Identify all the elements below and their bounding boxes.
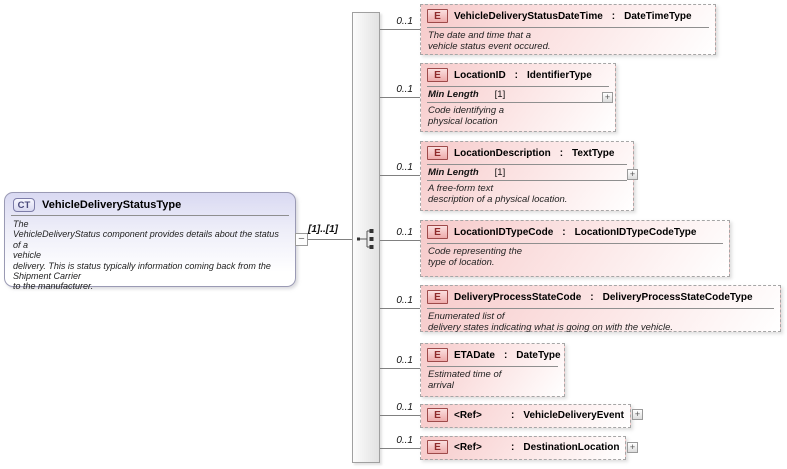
element-header: E DeliveryProcessStateCode : DeliveryPro…	[421, 286, 780, 307]
element-header: E ETADate : DateType	[421, 344, 564, 365]
element-description: A free-form text description of a physic…	[428, 183, 568, 205]
root-cardinality-label: [1]..[1]	[308, 224, 338, 235]
element-icon: E	[427, 225, 448, 239]
element-header: E <Ref> : VehicleDeliveryEvent	[421, 405, 630, 425]
connector-line	[380, 308, 420, 309]
element-type: IdentifierType	[527, 69, 592, 81]
element-name: LocationIDTypeCode	[454, 226, 554, 238]
element-name: VehicleDeliveryStatusDateTime	[454, 10, 603, 22]
element-description: Enumerated list of delivery states indic…	[428, 311, 674, 333]
expand-button[interactable]: +	[627, 442, 638, 453]
divider	[427, 164, 627, 165]
element-header: E LocationDescription : TextType	[421, 142, 633, 163]
facet-min-length: Min Length [1]	[421, 87, 615, 101]
facet-value: [1]	[494, 89, 506, 100]
element-type: VehicleDeliveryEvent	[523, 409, 624, 421]
divider	[427, 180, 627, 181]
element-description: Code representing the type of location.	[428, 246, 523, 268]
element-box-ref-vehicle-delivery-event[interactable]: E <Ref> : VehicleDeliveryEvent	[420, 404, 631, 428]
divider	[427, 27, 709, 28]
expand-button[interactable]: +	[632, 409, 643, 420]
element-type: DateTimeType	[624, 10, 692, 22]
element-header: E VehicleDeliveryStatusDateTime : DateTi…	[421, 5, 715, 26]
complex-type-title: VehicleDeliveryStatusType	[42, 199, 182, 211]
element-header: E LocationIDTypeCode : LocationIDTypeCod…	[421, 221, 729, 242]
element-icon: E	[427, 348, 448, 362]
type-separator: :	[611, 10, 616, 22]
facet-value: [1]	[494, 167, 506, 178]
element-header: E LocationID : IdentifierType	[421, 64, 615, 85]
complex-type-description: The VehicleDeliveryStatus component prov…	[13, 219, 279, 292]
divider	[427, 366, 558, 367]
element-type: DeliveryProcessStateCodeType	[602, 291, 753, 303]
type-separator: :	[514, 69, 519, 81]
cardinality-label: 0..1	[396, 162, 413, 173]
divider	[427, 243, 723, 244]
connector-line	[380, 175, 420, 176]
type-separator: :	[559, 147, 564, 159]
complex-type-header: CT VehicleDeliveryStatusType	[5, 193, 295, 214]
element-name: DeliveryProcessStateCode	[454, 291, 582, 303]
element-icon: E	[427, 9, 448, 23]
element-box-eta-date[interactable]: E ETADate : DateType Estimated time of a…	[420, 343, 565, 397]
connector-line	[308, 239, 352, 240]
facet-name: Min Length	[428, 167, 479, 178]
type-separator: :	[590, 291, 594, 303]
cardinality-label: 0..1	[396, 355, 413, 366]
type-separator: :	[511, 441, 515, 453]
element-icon: E	[427, 440, 448, 454]
element-description: The date and time that a vehicle status …	[428, 30, 551, 52]
element-box-delivery-process-state-code[interactable]: E DeliveryProcessStateCode : DeliveryPro…	[420, 285, 781, 333]
facet-min-length: Min Length [1]	[421, 165, 633, 179]
element-name: LocationDescription	[454, 147, 551, 159]
cardinality-label: 0..1	[396, 295, 413, 306]
connector-line	[380, 368, 420, 369]
connector-line	[380, 29, 420, 30]
divider	[427, 86, 609, 87]
element-name: <Ref>	[454, 441, 482, 453]
cardinality-label: 0..1	[396, 227, 413, 238]
element-icon: E	[427, 408, 448, 422]
sequence-icon	[357, 229, 374, 249]
element-header: E <Ref> : DestinationLocation	[421, 437, 625, 457]
cardinality-label: 0..1	[396, 84, 413, 95]
element-box-location-id[interactable]: E LocationID : IdentifierType Min Length…	[420, 63, 616, 132]
element-box-ref-destination-location[interactable]: E <Ref> : DestinationLocation	[420, 436, 626, 460]
divider	[11, 215, 289, 216]
facet-name: Min Length	[428, 89, 479, 100]
element-icon: E	[427, 68, 448, 82]
element-box-vehicle-delivery-status-date-time[interactable]: E VehicleDeliveryStatusDateTime : DateTi…	[420, 4, 716, 55]
element-name: LocationID	[454, 69, 506, 81]
element-icon: E	[427, 290, 448, 304]
element-description: Estimated time of arrival	[428, 369, 502, 391]
expand-button[interactable]: +	[602, 92, 613, 103]
element-box-location-id-type-code[interactable]: E LocationIDTypeCode : LocationIDTypeCod…	[420, 220, 730, 277]
cardinality-label: 0..1	[396, 435, 413, 446]
expand-button[interactable]: +	[627, 169, 638, 180]
type-separator: :	[562, 226, 566, 238]
element-icon: E	[427, 146, 448, 160]
complex-type-box[interactable]: CT VehicleDeliveryStatusType The Vehicle…	[4, 192, 296, 291]
element-description: Code identifying a physical location	[428, 105, 505, 127]
divider	[427, 308, 774, 309]
complex-type-icon: CT	[13, 198, 35, 212]
cardinality-label: 0..1	[396, 16, 413, 27]
connector-line	[380, 240, 420, 241]
type-separator: :	[511, 409, 515, 421]
element-name: <Ref>	[454, 409, 482, 421]
connector-line	[380, 97, 420, 98]
element-type: LocationIDTypeCodeType	[574, 226, 697, 238]
element-type: TextType	[572, 147, 615, 159]
sequence-bar[interactable]	[352, 12, 380, 463]
type-separator: :	[503, 349, 508, 361]
element-name: ETADate	[454, 349, 495, 361]
cardinality-label: 0..1	[396, 402, 413, 413]
collapse-button[interactable]: −	[295, 233, 308, 246]
connector-line	[380, 415, 420, 416]
element-box-location-description[interactable]: E LocationDescription : TextType Min Len…	[420, 141, 634, 211]
divider	[427, 102, 609, 103]
element-type: DateType	[516, 349, 561, 361]
element-type: DestinationLocation	[523, 441, 620, 453]
connector-line	[380, 448, 420, 449]
